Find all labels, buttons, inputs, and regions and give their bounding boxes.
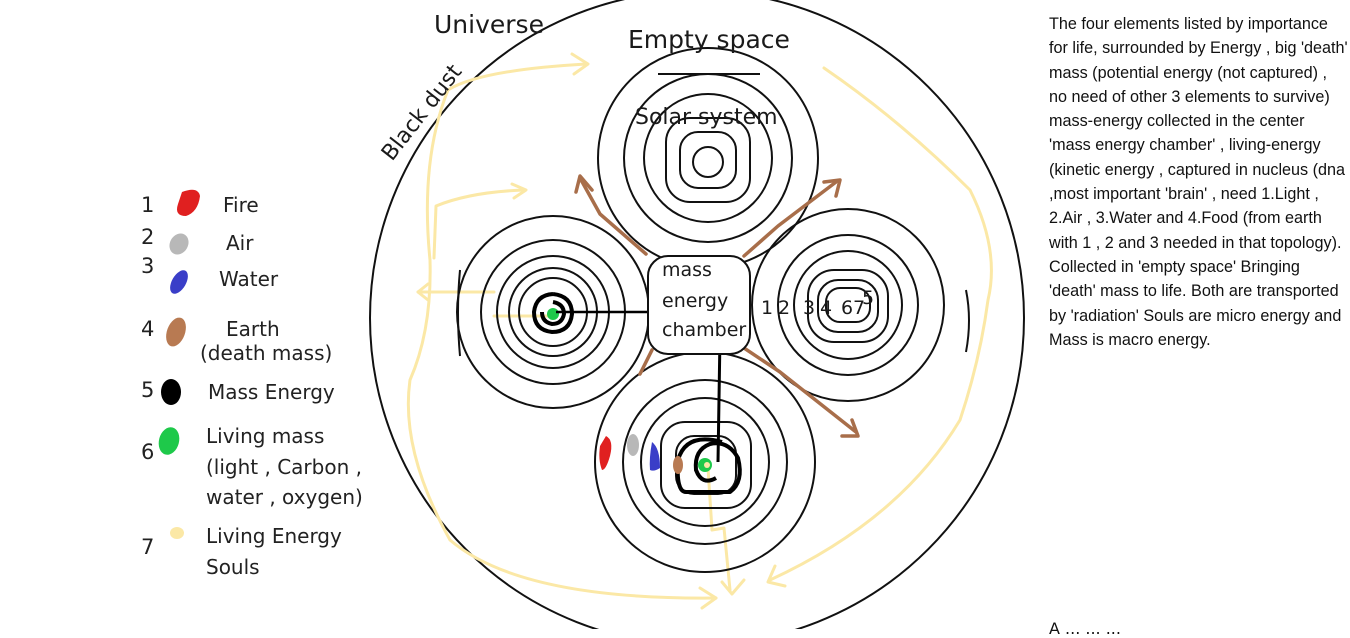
right-number-2: 2 [778, 297, 790, 319]
living-mass-left [547, 308, 559, 320]
legend-label-souls: Souls [206, 555, 260, 579]
chamber-label-line2: energy [662, 290, 728, 312]
legend-label-water: Water [219, 267, 279, 291]
legend-label-living-mass-3: water , oxygen) [206, 485, 363, 509]
universe-circle [369, 0, 1025, 629]
air-blob [627, 434, 639, 456]
solar-system-top [597, 47, 819, 269]
right-number-7: 7 [853, 297, 865, 319]
earth-flow-arrows [574, 174, 860, 438]
right-number-1: 1 [761, 297, 773, 319]
mass-energy-chamber-box [647, 255, 751, 355]
legend-label-earth: Earth [226, 317, 280, 341]
water-blob [649, 442, 660, 471]
right-number-4: 4 [820, 297, 832, 319]
soul-flow-arrows [406, 52, 993, 610]
legend-label-mass-energy: Mass Energy [208, 380, 335, 404]
legend-num-1: 1 [141, 193, 155, 217]
mass-energy-swirl-left [531, 292, 575, 335]
description-text: The four elements listed by importance f… [1049, 15, 1348, 349]
legend-label-fire: Fire [223, 193, 259, 217]
chamber-label-line3: chamber [662, 319, 746, 341]
right-number-5: 5 [862, 287, 874, 309]
right-number-3: 3 [803, 297, 815, 319]
earth-blob [673, 456, 683, 474]
legend-label-air: Air [226, 231, 254, 255]
legend-label-living-energy: Living Energy [206, 524, 342, 548]
chamber-label-line1: mass [662, 259, 712, 281]
universe-label: Universe [434, 10, 544, 39]
legend-num-5: 5 [141, 378, 155, 402]
legend-label-earth-sub: (death mass) [200, 341, 333, 365]
soul-bottom [704, 462, 710, 468]
empty-space-label: Empty space [628, 25, 790, 54]
solar-system-label: Solar system [635, 105, 778, 130]
legend-earth-blob [166, 317, 186, 347]
legend-num-6: 6 [141, 440, 155, 464]
black-dust-label: Black dust [377, 60, 467, 166]
legend-air-blob [169, 233, 189, 255]
legend-num-3: 3 [141, 254, 155, 278]
right-number-6: 6 [841, 297, 853, 319]
legend-soul-blob [170, 527, 184, 539]
legend-mass-energy-blob [161, 379, 181, 405]
legend-num-4: 4 [141, 317, 155, 341]
legend-label-living-mass-2: (light , Carbon , [206, 455, 362, 479]
legend-fire-blob [177, 189, 200, 216]
system-right [751, 208, 970, 402]
legend-num-2: 2 [141, 225, 155, 249]
legend-num-7: 7 [141, 535, 155, 559]
legend-label-living-mass: Living mass [206, 424, 325, 448]
legend-living-mass-blob [158, 427, 180, 455]
legend-water-blob [170, 270, 188, 294]
fire-blob [599, 436, 612, 470]
